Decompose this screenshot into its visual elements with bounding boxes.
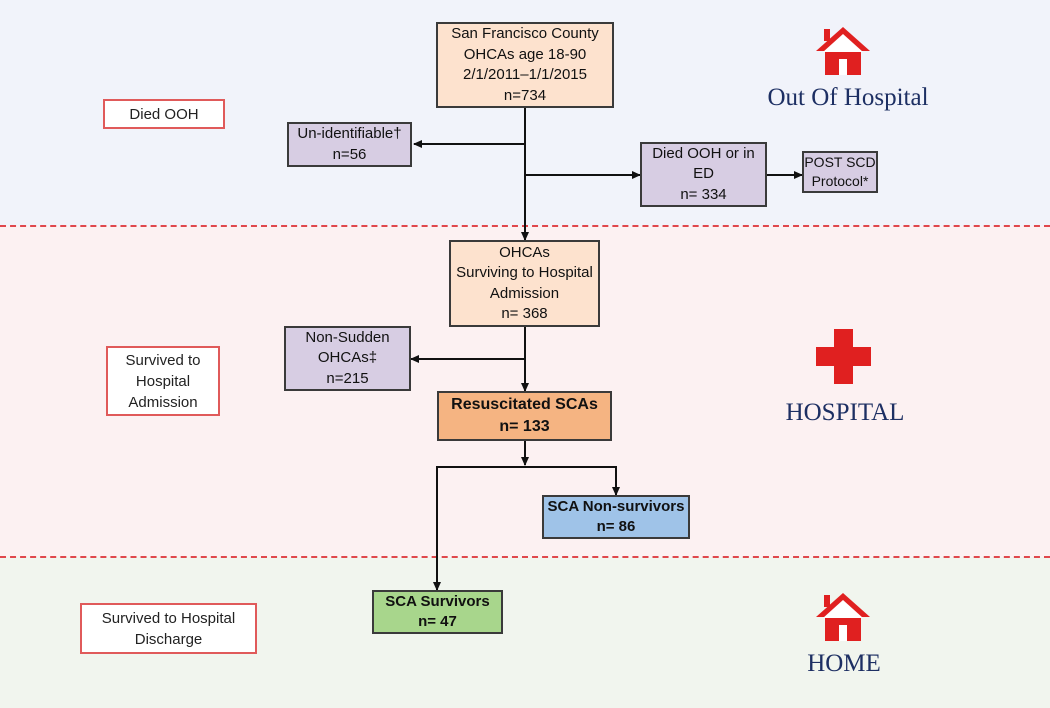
box-sf-county-ohcas: San Francisco County OHCAs age 18-90 2/1… [436, 22, 614, 108]
box-sca-survivors: SCA Survivors n= 47 [372, 590, 503, 634]
box-unidentifiable: Un-identifiable† n=56 [287, 122, 412, 167]
box-non-sudden-ohcas: Non-Sudden OHCAs‡ n=215 [284, 326, 411, 391]
box-sca-non-survivors: SCA Non-survivors n= 86 [542, 495, 690, 539]
side-label-survived-admission: Survived to Hospital Admission [106, 346, 220, 416]
zone-label-hospital: HOSPITAL [785, 399, 905, 426]
zone-label-home: HOME [807, 650, 881, 677]
box-died-ooh-or-ed: Died OOH or in ED n= 334 [640, 142, 767, 207]
box-resuscitated-scas: Resuscitated SCAs n= 133 [437, 391, 612, 441]
red-cross-icon [816, 329, 871, 384]
box-surviving-admission: OHCAs Surviving to Hospital Admission n=… [449, 240, 600, 327]
zone-label-out-of-hospital: Out Of Hospital [767, 84, 929, 111]
house-icon [816, 27, 870, 75]
side-label-survived-discharge: Survived to Hospital Discharge [80, 603, 257, 654]
side-label-died-ooh: Died OOH [103, 99, 225, 129]
box-post-scd-protocol: POST SCD Protocol* [802, 151, 878, 193]
house-icon [816, 593, 870, 641]
divider-hospital-home [0, 556, 1050, 558]
